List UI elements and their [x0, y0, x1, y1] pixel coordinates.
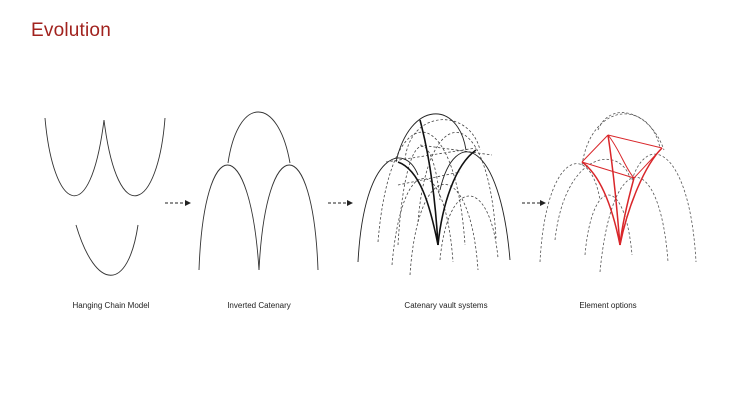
option-dashed-arch: [597, 112, 665, 151]
catenary-arch-left: [198, 164, 260, 271]
chain-curve-lower: [75, 224, 139, 276]
stage-caption-hanging-chain-model: Hanging Chain Model: [72, 301, 150, 310]
vault-solid-arch: [395, 113, 467, 163]
option-highlight-edge: [581, 161, 635, 179]
option-highlight-edge: [607, 134, 635, 179]
vault-dashed-arch: [404, 119, 481, 161]
option-highlight-rib: [619, 147, 663, 246]
vault-dashed-arch: [391, 178, 454, 266]
stage-caption-catenary-vault-systems: Catenary vault systems: [404, 301, 488, 310]
vault-dashed-arch: [439, 195, 499, 261]
option-dashed-arch: [554, 158, 631, 241]
option-dashed-arch: [631, 153, 697, 263]
option-highlight-rib: [581, 161, 621, 246]
stage-caption-element-options: Element options: [579, 301, 637, 310]
stage-caption-inverted-catenary: Inverted Catenary: [227, 301, 291, 310]
option-highlight-rib: [607, 134, 621, 246]
option-highlight-edge: [607, 134, 663, 149]
vault-dashed-edge: [419, 144, 493, 156]
vault-dashed-arch: [409, 184, 479, 276]
vault-solid-arch: [357, 157, 419, 263]
catenary-arch-right: [258, 164, 319, 271]
vault-bold-rib: [437, 149, 477, 246]
chain-curve-left: [44, 117, 105, 196]
element-options-drawing: [539, 112, 697, 273]
catenary-arch-top: [227, 111, 291, 164]
option-highlight-edge: [581, 134, 609, 163]
option-dashed-arch: [539, 163, 601, 263]
vault-bold-rib: [419, 119, 439, 246]
option-dashed-arch: [599, 177, 669, 273]
page-title: Evolution: [31, 20, 111, 41]
catenary-vault-systems-drawing: [357, 113, 511, 276]
vault-dashed-edge: [397, 171, 461, 186]
option-highlight-rib: [619, 177, 635, 246]
chain-curve-right: [103, 117, 166, 196]
vault-solid-arch: [439, 151, 511, 261]
option-dashed-arch: [581, 113, 661, 166]
vault-bold-rib: [397, 161, 439, 246]
vault-dashed-arch: [397, 145, 441, 246]
vault-dashed-edge: [385, 147, 477, 163]
inverted-catenary-drawing: [198, 111, 319, 271]
option-dashed-arch: [584, 194, 633, 256]
hanging-chain-model-drawing: [44, 117, 166, 276]
vault-dashed-arch: [417, 132, 497, 239]
